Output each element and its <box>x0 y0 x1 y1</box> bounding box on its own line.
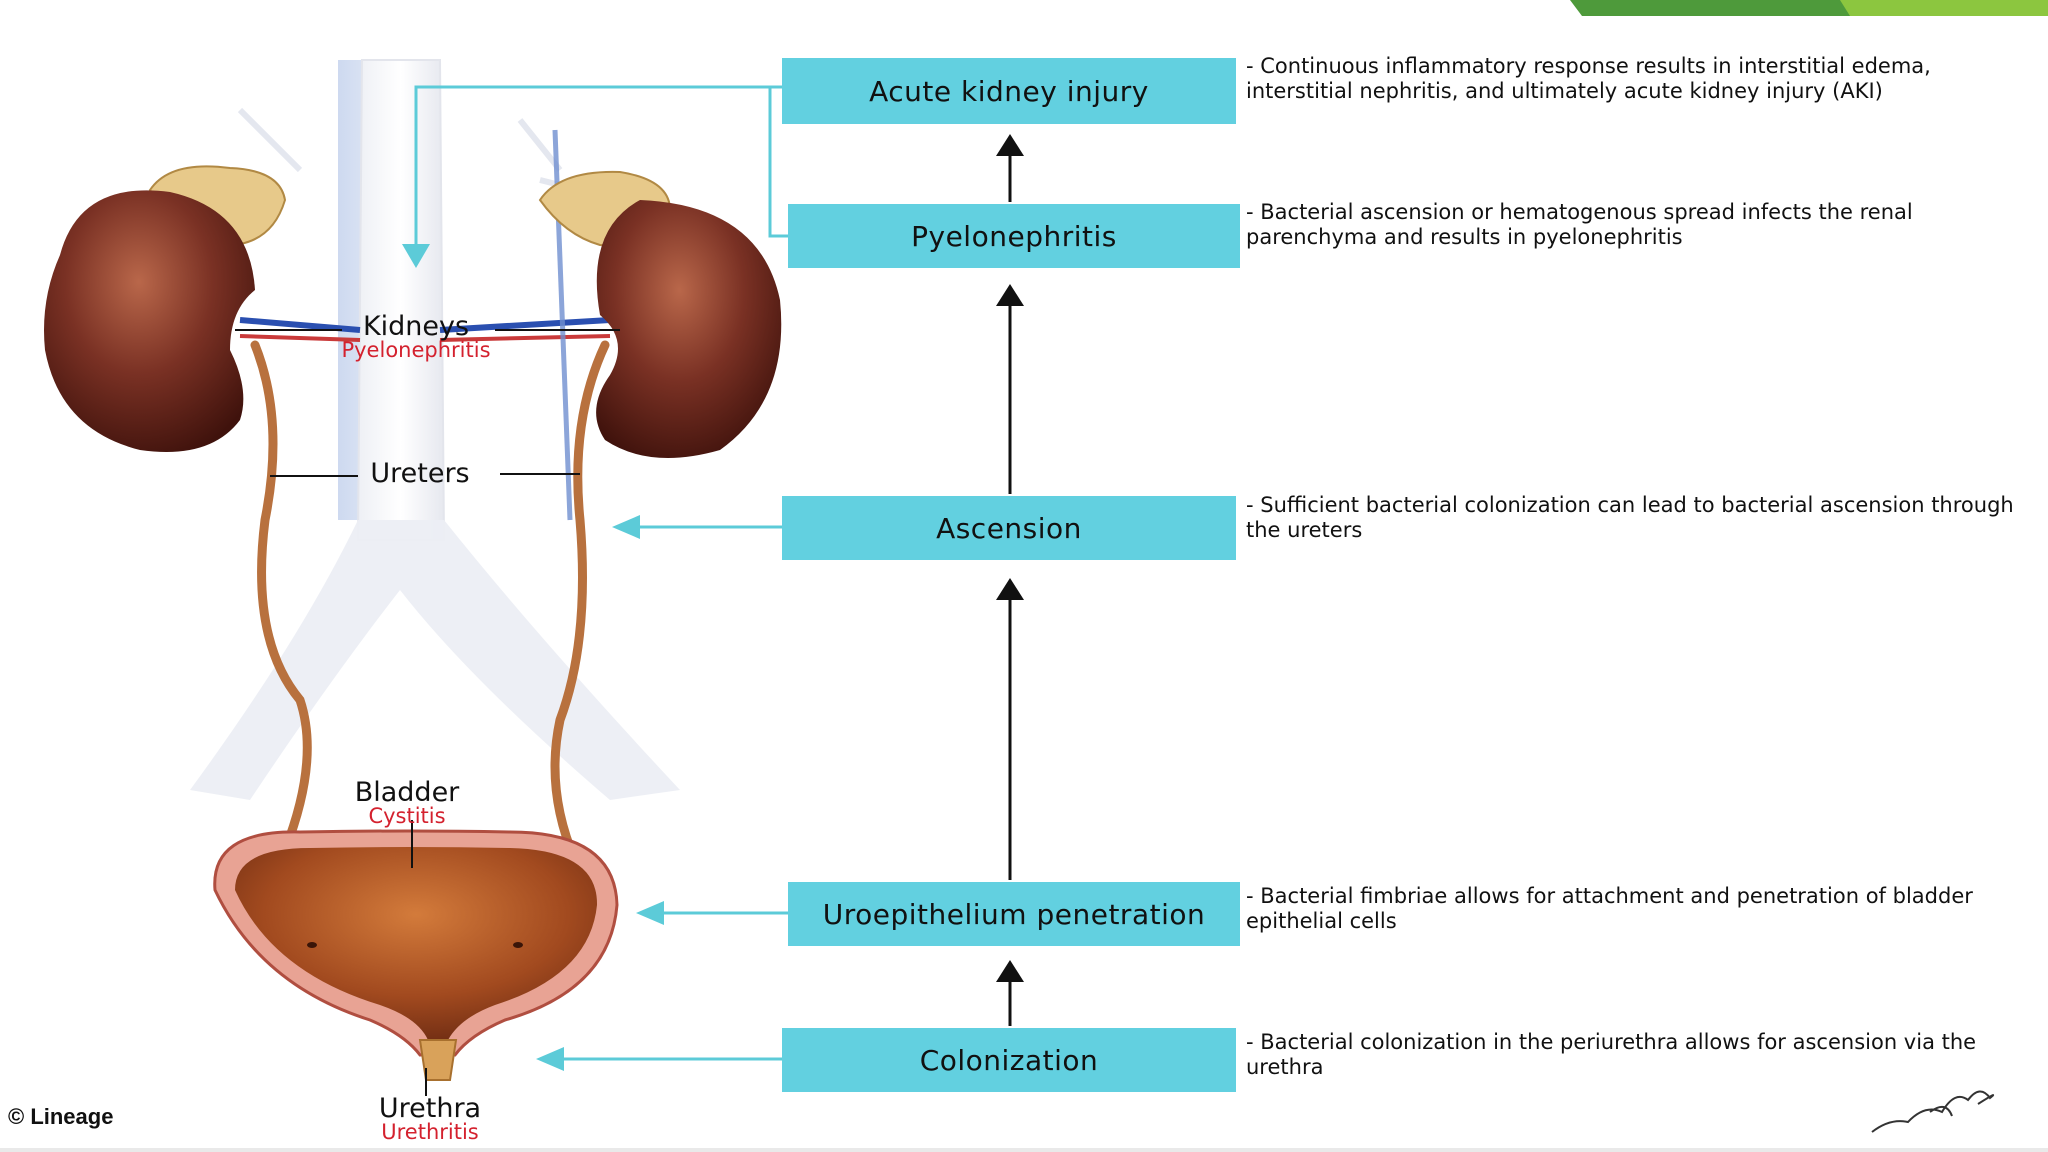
ureters-label: Ureters <box>350 458 490 489</box>
arrow-up-icon <box>996 960 1024 982</box>
bladder-label: Bladder Cystitis <box>322 777 492 828</box>
bladder-label-text: Bladder <box>354 777 460 808</box>
urethra-label: Urethra Urethritis <box>346 1093 514 1144</box>
arrow-up-icon <box>996 578 1024 600</box>
kidneys-label: Kidneys Pyelonephritis <box>316 311 516 362</box>
aki-connector <box>414 85 782 250</box>
description-acute-kidney-injury: - Continuous inflammatory response resul… <box>1246 54 1931 103</box>
kidneys-label-text: Kidneys <box>362 311 470 342</box>
pyelonephritis-connector <box>768 87 788 238</box>
ureters-label-text: Ureters <box>370 458 470 489</box>
description-ascension: - Sufficient bacterial colonization can … <box>1246 493 2014 542</box>
step-ascension: Ascension <box>782 496 1236 560</box>
arrow-up-icon <box>996 134 1024 156</box>
ureter-right <box>550 340 610 865</box>
arrow-left-icon <box>536 1047 564 1071</box>
description-uroepithelium-penetration: - Bacterial fimbriae allows for attachme… <box>1246 884 1973 933</box>
renal-vessels-left <box>239 317 361 333</box>
flow-arrows <box>996 134 1024 1026</box>
urethra <box>418 1039 458 1081</box>
corner-accent <box>1570 0 2048 16</box>
arrow-down-icon <box>402 244 430 268</box>
renal-vessels-right <box>439 317 611 333</box>
step-colonization: Colonization <box>782 1028 1236 1092</box>
arrow-left-icon <box>612 515 640 539</box>
ureter-left <box>250 340 312 855</box>
kidney-right <box>596 200 782 458</box>
anatomy-connectors <box>402 85 788 1071</box>
bladder-lumen <box>235 847 598 1040</box>
kidneys-disease-label: Pyelonephritis <box>341 338 491 362</box>
signature-icon <box>1871 1090 1994 1133</box>
bladder-disease-label: Cystitis <box>368 804 446 828</box>
step-acute-kidney-injury: Acute kidney injury <box>782 58 1236 124</box>
urethra-disease-label: Urethritis <box>381 1120 479 1144</box>
copyright-notice: © Lineage <box>8 1104 114 1129</box>
step-uroepithelium-penetration: Uroepithelium penetration <box>788 882 1240 946</box>
kidney-left <box>44 190 255 452</box>
description-colonization: - Bacterial colonization in the periuret… <box>1246 1030 1977 1079</box>
step-pyelonephritis: Pyelonephritis <box>788 204 1240 268</box>
urinary-tract-illustration <box>44 59 782 1096</box>
arrow-up-icon <box>996 284 1024 306</box>
arrow-left-icon <box>636 901 664 925</box>
bottom-divider <box>0 1148 2048 1152</box>
description-pyelonephritis: - Bacterial ascension or hematogenous sp… <box>1246 200 1913 249</box>
urethra-label-text: Urethra <box>378 1093 482 1124</box>
